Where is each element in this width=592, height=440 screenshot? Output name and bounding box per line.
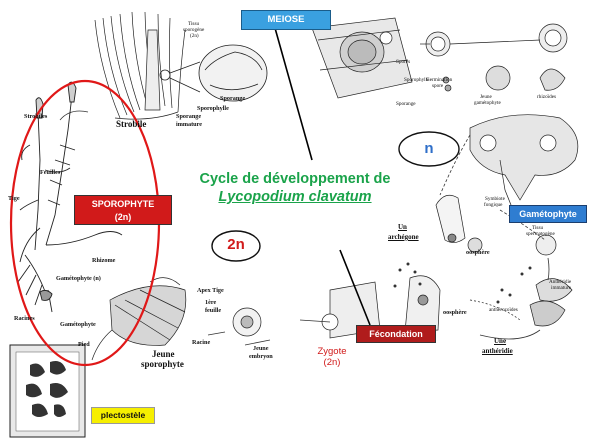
plectostele-box: plectostèle (91, 407, 155, 424)
label-oosphere-top: oosphère (466, 249, 490, 256)
label-sporange: Sporange (220, 95, 246, 102)
label-gametophyte: Gamétophyte (60, 321, 96, 328)
label-racines: Racines (14, 315, 35, 322)
label-strobile: Strobile (116, 119, 147, 129)
zygote-label: Zygote (2n) (310, 346, 354, 368)
diagram-title: Cycle de développement de Lycopodium cla… (175, 170, 415, 206)
label-jeune-sporophyte-1: Jeune (152, 349, 175, 359)
label-sporophylle: Sporophylle (197, 105, 229, 112)
label-premiere-feuille-2: feuille (205, 307, 222, 314)
label-sporange-immature-1: Sporange (176, 113, 202, 120)
haploid-ellipse (398, 131, 460, 167)
label-jeune-embryon-1: Jeune (253, 345, 269, 352)
haploid-label: n (424, 140, 434, 157)
label-sporange-right: Sporange (396, 101, 416, 107)
label-une-antheridie-1: Une (494, 337, 507, 345)
label-spores: Spores (396, 59, 411, 65)
sporangium-zoom (159, 44, 268, 102)
label-un-archegone-2: archégone (388, 233, 419, 241)
cycle-arrows (59, 27, 550, 346)
plectostele-section (9, 344, 86, 438)
sporophyte-box: SPOROPHYTE (2n) (74, 195, 172, 225)
label-oosphere-bottom: oosphère (443, 309, 467, 316)
meiose-box: MEIOSE (241, 10, 331, 30)
label-racine: Racine (192, 339, 211, 346)
title-species: Lycopodium clavatum (218, 189, 372, 206)
label-gametophyte-n: Gamétophyte (n) (56, 275, 101, 282)
label-une-antheridie-2: anthéridie (482, 347, 513, 355)
diploid-ellipse (211, 230, 261, 262)
label-symbiote-1: Symbiote (485, 196, 505, 202)
label-antherozoides: anthérozoïdes (489, 307, 518, 313)
sporophyte-plant (17, 81, 123, 313)
label-antheridie-1: Anthéridie (549, 279, 572, 285)
antherozoid-dots (393, 262, 532, 304)
fecondation-box: Fécondation (356, 325, 436, 343)
label-apex-tige: Apex Tige (197, 287, 224, 294)
zygote-ploidy: (2n) (323, 357, 341, 368)
meiosis-panel (311, 17, 568, 99)
label-pied: Pied (78, 341, 90, 348)
label-jeune-gametophyte-1: Jeune (480, 94, 492, 100)
label-rhizome: Rhizome (92, 257, 116, 264)
label-jeune-gametophyte-2: gamétophyte (474, 100, 501, 106)
label-tissu-spermatogene-2: spermatogène (526, 231, 555, 237)
label-symbiote-2: fongique (484, 202, 503, 208)
sporophyte-label: SPOROPHYTE (91, 199, 155, 209)
sporophyte-ploidy: (2n) (114, 212, 132, 222)
label-tissu-sporogene-1: Tissu (188, 21, 200, 27)
label-germination-2: spore (432, 83, 444, 89)
label-tissu-sporogene-3: (2n) (190, 33, 199, 39)
label-jeune-embryon-2: embryon (249, 353, 273, 360)
label-tige: Tige (8, 195, 20, 202)
diploid-label: 2n (227, 236, 245, 253)
gametophyte-box: Gamétophyte (509, 205, 587, 223)
young-sporophyte (91, 277, 262, 361)
label-germination-1: Germination (426, 77, 453, 83)
label-tissu-spermatogene-1: Tissu (532, 225, 544, 231)
label-premiere-feuille-1: 1ère (205, 299, 217, 306)
label-antheridie-2: immature (551, 285, 571, 291)
strobile-section (94, 11, 186, 120)
label-tissu-sporogene-2: sporogène (183, 27, 205, 33)
label-strobiles: Strobiles (24, 113, 48, 120)
label-jeune-sporophyte-2: sporophyte (141, 359, 184, 369)
label-feuilles: Feuilles (40, 169, 61, 176)
label-sporophylle-right: Sporophylle (404, 77, 430, 83)
zygote-name: Zygote (317, 346, 347, 357)
title-line1: Cycle de développement de (199, 171, 391, 187)
label-rhizoides: rhizoïdes (537, 94, 557, 100)
label-sporange-immature-2: immature (176, 121, 203, 128)
label-un-archegone-1: Un (398, 223, 407, 231)
